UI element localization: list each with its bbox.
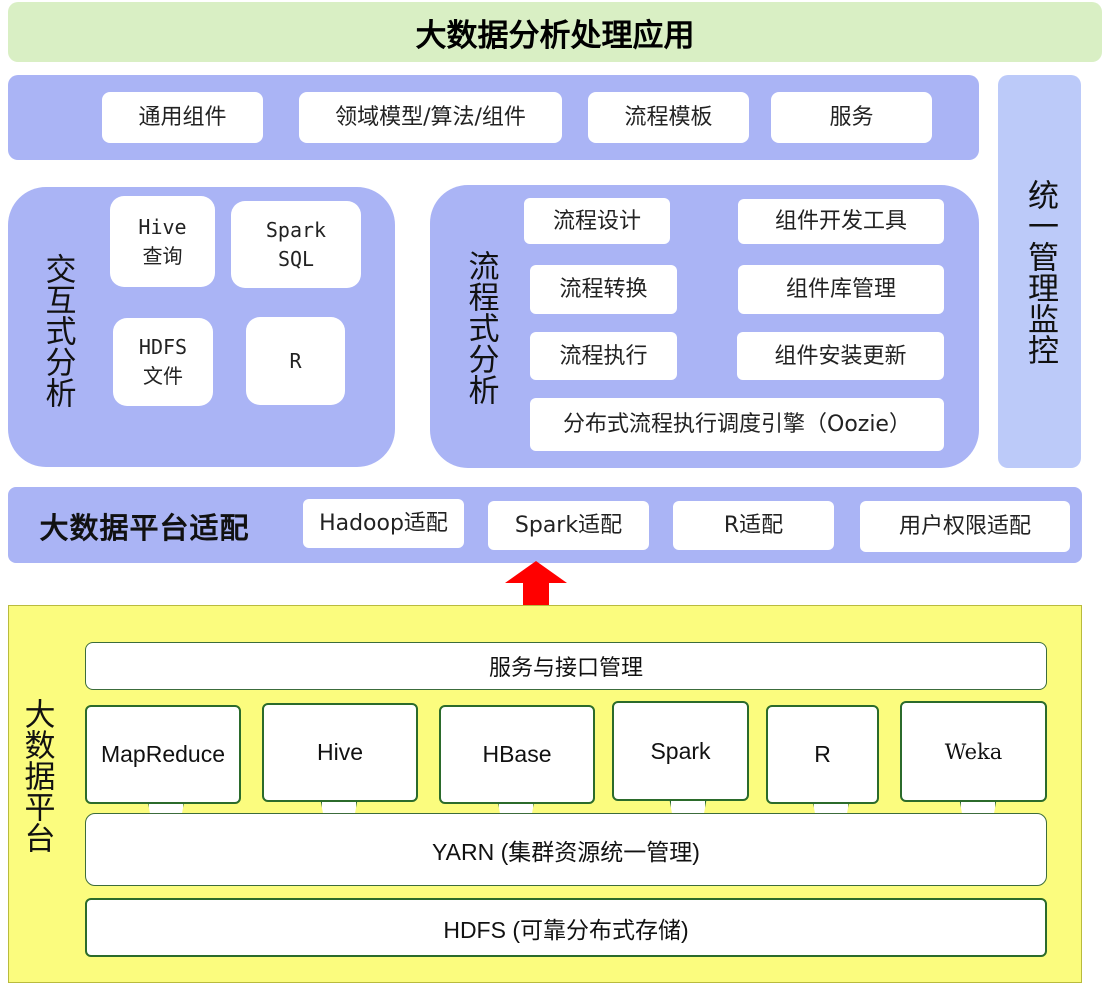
interactive-analysis-label: 交互式分析 [39,252,76,408]
flow-execution-box: 流程执行 [530,332,677,380]
component-dev-tools-box: 组件开发工具 [738,199,944,244]
r-box: R [246,317,345,405]
domain-models-box: 领域模型/算法/组件 [299,92,562,143]
oozie-engine-box: 分布式流程执行调度引擎（Oozie） [530,398,944,451]
user-permission-adapter-box: 用户权限适配 [860,501,1070,552]
up-arrow-icon [505,561,567,612]
r-module: R [766,705,879,804]
spark-sql-box: Spark SQL [231,201,361,288]
flow-conversion-box: 流程转换 [530,265,677,314]
spark-module: Spark [612,701,749,801]
unified-monitoring-label: 统一管理监控 [1022,178,1058,365]
platform-adaptation-title: 大数据平台适配 [39,511,250,545]
hdfs-file-box: HDFS 文件 [113,318,213,406]
service-interface-box: 服务与接口管理 [85,642,1047,690]
general-components-box: 通用组件 [102,92,263,143]
services-box: 服务 [771,92,932,143]
big-data-platform-label: 大数据平台 [18,697,55,853]
mapreduce-module: MapReduce [85,705,241,804]
yarn-box: YARN (集群资源统一管理) [85,813,1047,886]
hadoop-adapter-box: Hadoop适配 [303,499,464,548]
hive-module: Hive [262,703,418,802]
component-library-box: 组件库管理 [738,265,944,314]
hive-query-box: Hive 查询 [110,196,215,287]
weka-module: Weka [900,701,1047,802]
component-install-update-box: 组件安装更新 [737,332,944,380]
spark-adapter-box: Spark适配 [488,501,649,550]
r-adapter-box: R适配 [673,501,834,550]
flow-design-box: 流程设计 [524,198,670,244]
unified-monitoring-sidebar: 统一管理监控 [998,75,1081,468]
page-title: 大数据分析处理应用 [8,2,1102,62]
hbase-module: HBase [439,705,595,804]
hdfs-box: HDFS (可靠分布式存储) [85,898,1047,957]
flow-analysis-label: 流程式分析 [462,250,499,405]
flow-templates-box: 流程模板 [588,92,749,143]
